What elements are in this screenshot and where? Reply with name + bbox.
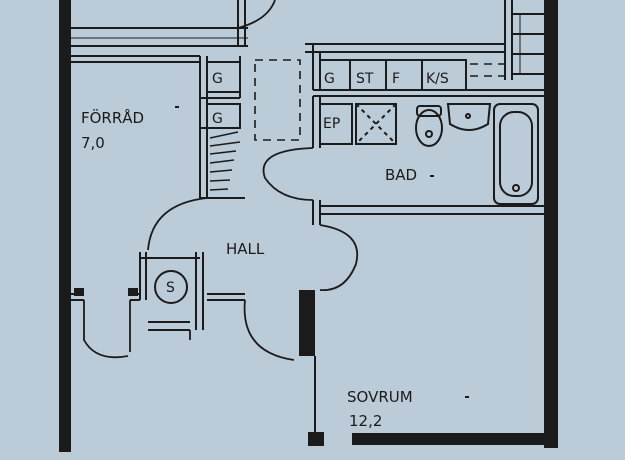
door-swing-closet-left bbox=[83, 300, 129, 359]
bathroom-fixtures bbox=[319, 103, 539, 205]
fixture-label-g2: G bbox=[212, 111, 223, 127]
room-label-forrad: FÖRRÅD bbox=[81, 108, 144, 127]
stair-steps bbox=[209, 131, 241, 191]
room-area-sovrum: 12,2 bbox=[349, 412, 382, 430]
bathtub-icon bbox=[493, 103, 539, 205]
sink-icon bbox=[446, 103, 492, 131]
dashed-outlines bbox=[254, 59, 505, 141]
door-swing-closet-right bbox=[243, 299, 295, 361]
labels: FÖRRÅD 7,0 BAD HALL SOVRUM 12,2 G G G ST… bbox=[81, 71, 449, 430]
room-label-bad: BAD bbox=[385, 166, 417, 184]
g-cabinet-box-2 bbox=[206, 103, 241, 129]
door-swing-hall bbox=[147, 197, 208, 251]
ep-box bbox=[319, 103, 353, 145]
toilet-icon bbox=[415, 109, 443, 147]
shower-drain-box bbox=[355, 103, 397, 145]
door-swing-top-room bbox=[237, 0, 276, 29]
window-post bbox=[299, 290, 315, 356]
door-swings bbox=[83, 0, 359, 361]
exterior-walls bbox=[59, 0, 558, 452]
room-label-sovrum: SOVRUM bbox=[347, 388, 413, 406]
fixture-label-st: ST bbox=[356, 71, 374, 87]
fixture-label-s: S bbox=[166, 280, 175, 296]
door-swing-bath bbox=[262, 147, 314, 201]
bottom-left-post bbox=[308, 432, 324, 446]
fridge-freezer-box bbox=[421, 59, 467, 91]
room-area-forrad: 7,0 bbox=[81, 134, 105, 152]
fixture-label-f: F bbox=[392, 71, 400, 87]
wall-markers bbox=[74, 106, 469, 398]
left-exterior-wall bbox=[59, 0, 71, 452]
fixture-label-ks: K/S bbox=[426, 71, 449, 87]
g-cabinet-box-1 bbox=[206, 61, 241, 93]
fixture-label-g3: G bbox=[324, 71, 335, 87]
door-swing-bedroom bbox=[319, 224, 359, 291]
s-circle-icon bbox=[154, 270, 188, 304]
room-label-hall: HALL bbox=[226, 240, 265, 258]
kitchen-counter bbox=[206, 59, 467, 129]
bottom-exterior-wall bbox=[352, 433, 558, 445]
right-exterior-wall bbox=[544, 0, 558, 448]
fixture-label-g1: G bbox=[212, 71, 223, 87]
fixture-label-ep: EP bbox=[323, 116, 340, 132]
